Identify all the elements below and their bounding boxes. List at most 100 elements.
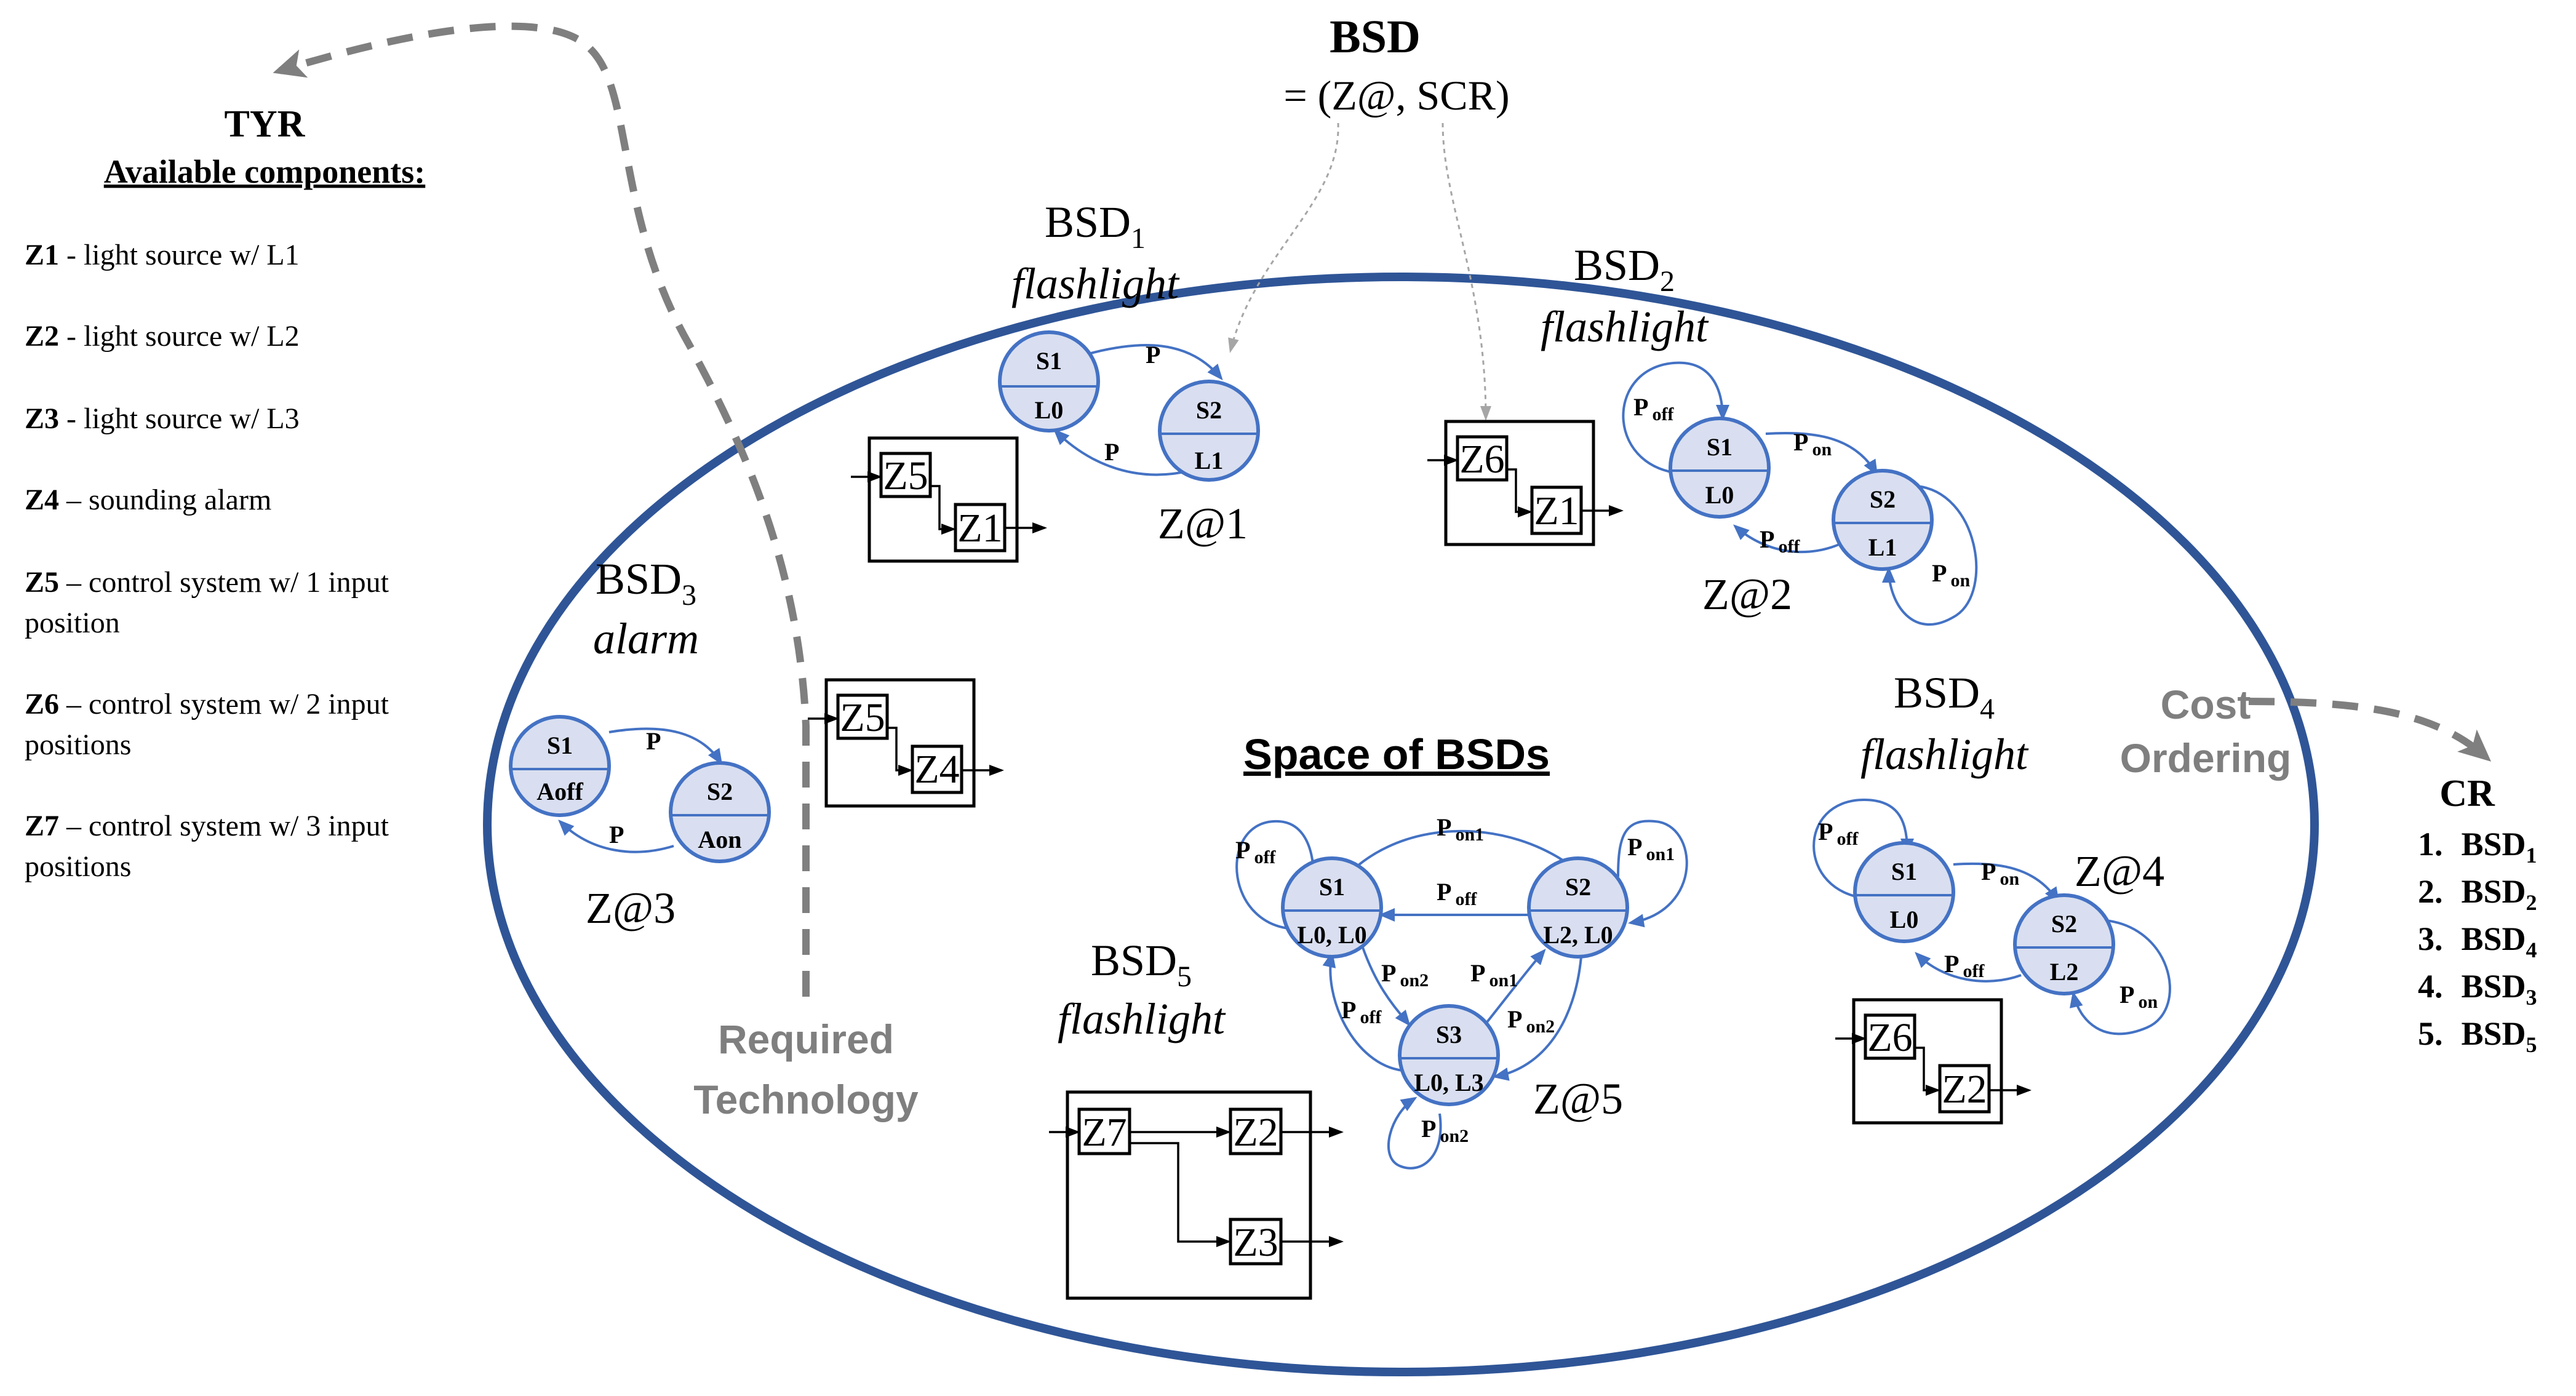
bsd1-type: flashlight: [1011, 259, 1180, 308]
cr-item: 5.BSD5: [2418, 1015, 2537, 1057]
bsd4-edge-s1-s2: [1953, 862, 2060, 904]
block-z2: Z2: [1942, 1067, 1987, 1112]
bsd5-block-diagram: Z7 Z2 Z3: [1049, 1090, 1344, 1300]
cr-item: 3.BSD4: [2418, 920, 2537, 962]
cr-list: 1.BSD1 2.BSD2 3.BSD4 4.BSD3 5.BSD5: [2418, 826, 2537, 1057]
bsd4-edge-s2-s1: [1915, 952, 2022, 983]
bsd2-state-s1: S1 L0: [1669, 417, 1771, 519]
bsd3-state-s2: S2 Aon: [669, 761, 771, 863]
block-z5: Z5: [883, 453, 928, 498]
tyr-item: Z2 - light source w/ L2: [25, 320, 300, 353]
state-output: Aon: [698, 826, 741, 853]
bsd4-self-loop-s2: [2070, 919, 2171, 1035]
bsd5: BSD5 flashlight Z7 Z2 Z3: [1049, 936, 1344, 1300]
bsd1-title: BSD1: [1045, 197, 1146, 255]
bsd1-state-s1: S1 L0: [998, 330, 1100, 433]
space-title: Space of BSDs: [1243, 730, 1550, 778]
state-name: S1: [1319, 873, 1345, 901]
bsd2-zat: Z@2: [1702, 570, 1792, 619]
header-formula: = (Z@, SCR): [1283, 72, 1509, 119]
bsd4-type: flashlight: [1860, 730, 2029, 779]
state-name: S1: [547, 732, 573, 759]
cost-ordering-label: Cost Ordering: [2120, 682, 2292, 781]
required-technology-label: Required Technology: [693, 1016, 919, 1122]
cr-item: 1.BSD1: [2418, 826, 2537, 868]
tyr-item-cont: position: [25, 607, 120, 639]
state-name: S3: [1436, 1021, 1462, 1048]
bsd5-state-s3: S3 L0, L3: [1398, 1004, 1500, 1106]
block-z7: Z7: [1082, 1110, 1127, 1155]
state-output: L2: [2050, 958, 2079, 986]
tyr-subtitle: Available components:: [104, 153, 426, 190]
tyr-item: Z5 – control system w/ 1 input: [25, 566, 389, 599]
tyr-item: Z1 - light source w/ L1: [25, 239, 300, 271]
bsd2-block-diagram: Z6 Z1: [1427, 420, 1624, 546]
state-name: S1: [1891, 858, 1917, 885]
bsd5-self-loop-s2: [1617, 820, 1688, 928]
pointer-arrow-z-at: [1228, 122, 1339, 353]
bsd2-self-loop-s1: [1622, 361, 1729, 475]
bsd5-edge-s2-s3: [1493, 956, 1582, 1081]
cr-item: 4.BSD3: [2418, 968, 2537, 1010]
block-z2: Z2: [1233, 1110, 1278, 1155]
state-name: S2: [1565, 873, 1591, 901]
header-title: BSD: [1330, 11, 1421, 63]
bsd1-state-s2: S2 L1: [1158, 380, 1260, 482]
state-name: S2: [1196, 396, 1222, 424]
state-name: S2: [707, 778, 733, 805]
state-name: S2: [2051, 910, 2077, 938]
state-output: L0: [1035, 396, 1064, 424]
state-output: L0: [1705, 481, 1734, 509]
block-z4: Z4: [914, 747, 959, 792]
header: BSD = (Z@, SCR): [1283, 11, 1509, 119]
required-technology-line1: Required: [718, 1016, 894, 1062]
tyr-item-cont: positions: [25, 728, 131, 761]
required-technology-arrow: [273, 22, 810, 997]
state-output: Aoff: [536, 778, 583, 805]
tyr-title: TYR: [225, 103, 306, 145]
bsd2-self-loop-s2: [1882, 485, 1978, 626]
state-output: L0: [1890, 906, 1919, 933]
cost-ordering-arrow: [2248, 698, 2492, 762]
bsd5-self-loop-s3: [1387, 1096, 1442, 1170]
state-name: S1: [1707, 433, 1733, 461]
bsd3-state-s1: S1 Aoff: [509, 715, 611, 817]
bsd3-zat: Z@3: [586, 883, 676, 933]
tyr-item: Z4 – sounding alarm: [25, 484, 271, 516]
tyr-panel: TYR Available components: Z1 - light sou…: [25, 103, 425, 883]
tyr-item: Z6 – control system w/ 2 input: [25, 688, 389, 720]
bsd4-block-diagram: Z6 Z2: [1835, 998, 2032, 1125]
bsd5-edge-s3-s2: [1481, 948, 1546, 1029]
bsd5-self-loop-s1: [1235, 820, 1320, 930]
tyr-item: Z3 - light source w/ L3: [25, 402, 300, 435]
block-z6: Z6: [1459, 437, 1504, 482]
cost-ordering-line1: Cost: [2161, 682, 2251, 727]
bsd5-edge-s1-s3: [1362, 947, 1411, 1027]
block-z5: Z5: [840, 695, 885, 740]
state-output: L1: [1195, 447, 1224, 474]
bsd5-edge-s1-s2: [1337, 829, 1584, 887]
tyr-item: Z7 – control system w/ 3 input: [25, 810, 389, 842]
state-name: S1: [1036, 347, 1062, 375]
bsd4-state-s1: S1 L0: [1853, 841, 1955, 943]
block-z1: Z1: [957, 506, 1002, 551]
block-z6: Z6: [1867, 1015, 1912, 1060]
block-z3: Z3: [1233, 1220, 1278, 1265]
bsd1-zat: Z@1: [1158, 499, 1248, 548]
bsd2-type: flashlight: [1541, 302, 1709, 351]
bsd4-title: BSD4: [1894, 668, 1995, 725]
bsd1-edge-s1-s2: [1067, 344, 1223, 381]
